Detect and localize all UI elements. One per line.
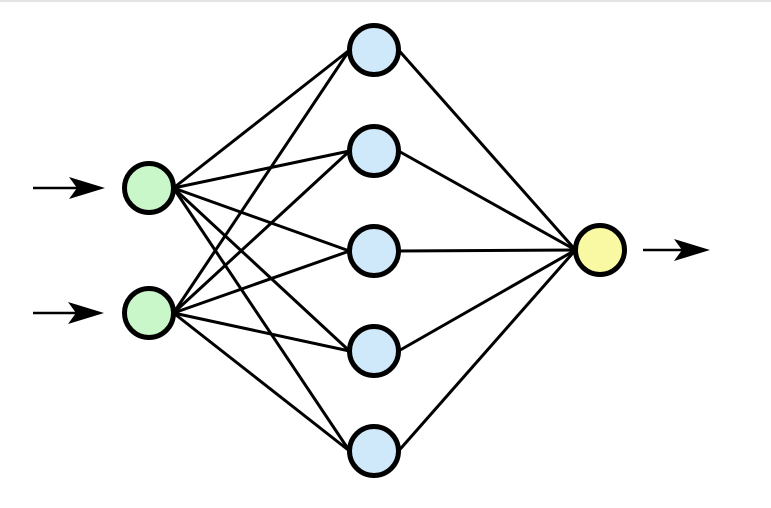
- input-arrow-1-head-icon: [69, 177, 105, 199]
- hidden-1-node: [347, 23, 401, 77]
- edge-input-1-to-hidden-5: [172, 187, 351, 452]
- edge-input-2-to-hidden-2: [172, 149, 351, 315]
- hidden-2-node: [347, 124, 401, 178]
- edge-hidden-2-to-output-1: [397, 149, 577, 252]
- hidden-5-node: [347, 424, 401, 478]
- edge-input-1-to-hidden-1: [172, 48, 351, 190]
- input-arrow-2-head-icon: [68, 302, 104, 324]
- edge-input-2-to-hidden-4: [173, 311, 350, 353]
- edge-hidden-1-to-output-1: [397, 49, 577, 251]
- edge-input-1-to-hidden-4: [172, 186, 351, 353]
- edge-hidden-5-to-output-1: [397, 249, 577, 452]
- hidden-4-node: [347, 324, 401, 378]
- hidden-3-node: [347, 224, 401, 278]
- input-2-node: [122, 286, 176, 340]
- input-1-node: [122, 161, 176, 215]
- edge-hidden-4-to-output-1: [397, 248, 577, 353]
- edge-hidden-3-to-output-1: [398, 248, 576, 253]
- edge-input-1-to-hidden-2: [173, 149, 350, 190]
- edge-input-1-to-hidden-3: [172, 186, 351, 253]
- edge-input-2-to-hidden-1: [172, 49, 351, 314]
- output-1-node: [573, 223, 627, 277]
- top-border-line: [0, 0, 771, 2]
- edge-input-2-to-hidden-3: [173, 249, 350, 315]
- edge-input-2-to-hidden-5: [172, 311, 351, 453]
- output-arrow-head-icon: [674, 239, 710, 261]
